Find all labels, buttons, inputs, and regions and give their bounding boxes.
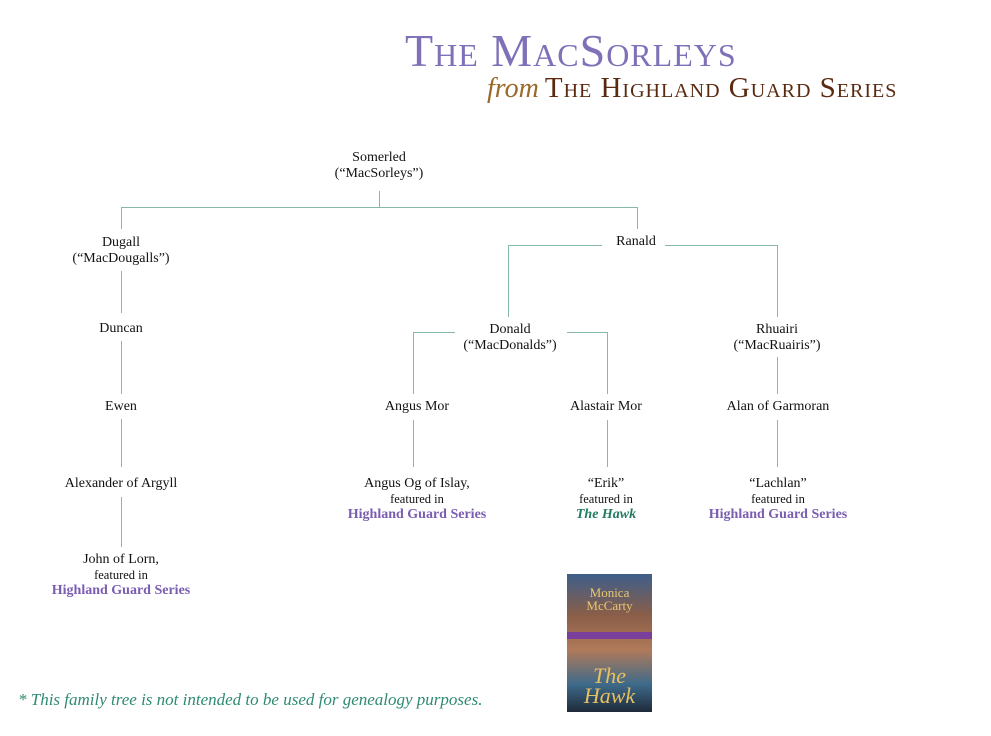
featured-label: featured in	[579, 492, 633, 506]
series-link[interactable]: Highland Guard Series	[708, 507, 848, 522]
person-name: “Erik”	[587, 476, 625, 491]
node-duncan: Duncan	[99, 321, 143, 337]
clan-name: (“MacSorleys”)	[334, 166, 424, 181]
footnote: * This family tree is not intended to be…	[18, 690, 483, 709]
series-link[interactable]: Highland Guard Series	[51, 583, 191, 598]
person-name: Alan of Garmoran	[726, 399, 830, 414]
featured-label: featured in	[94, 568, 148, 582]
connector	[121, 419, 122, 467]
node-ranald: Ranald	[616, 234, 656, 250]
node-somerled: Somerled(“MacSorleys”)	[335, 150, 424, 182]
connector	[508, 245, 509, 317]
person-name: Alexander of Argyll	[64, 476, 178, 491]
node-donald: Donald(“MacDonalds”)	[463, 322, 556, 354]
person-name: Angus Mor	[384, 399, 450, 414]
connector	[413, 420, 414, 467]
person-name: Ranald	[616, 234, 656, 249]
series-link[interactable]: Highland Guard Series	[347, 507, 487, 522]
person-name: Dugall	[101, 235, 141, 250]
connector	[121, 497, 122, 547]
cover-title: The Hawk	[583, 663, 636, 708]
featured-label: featured in	[390, 492, 444, 506]
person-name: Duncan	[99, 321, 143, 336]
node-rhuairi: Rhuairi(“MacRuairis”)	[733, 322, 820, 354]
connector	[777, 420, 778, 467]
connector	[637, 207, 638, 229]
connector	[413, 332, 455, 333]
subtitle-series: The Highland Guard Series	[544, 72, 898, 104]
cover-band	[567, 632, 652, 639]
cover-author: Monica McCarty	[586, 585, 633, 613]
person-name: Donald	[489, 322, 531, 337]
connector	[665, 245, 778, 246]
featured-label: featured in	[751, 492, 805, 506]
node-ewen: Ewen	[105, 399, 137, 415]
person-name: Somerled	[352, 150, 406, 165]
person-name: John of Lorn,	[83, 552, 159, 567]
node-angus-mor: Angus Mor	[385, 399, 449, 415]
connector	[508, 245, 602, 246]
connector	[413, 332, 414, 394]
node-alexander: Alexander of Argyll	[65, 476, 178, 492]
connector	[121, 271, 122, 313]
connector	[379, 191, 380, 207]
node-alan: Alan of Garmoran	[727, 399, 830, 415]
connector	[607, 332, 608, 394]
book-cover-image[interactable]: Monica McCarty The Hawk	[567, 574, 652, 712]
connector	[121, 341, 122, 394]
clan-name: (“MacRuairis”)	[733, 338, 821, 353]
clan-name: (“MacDougalls”)	[72, 251, 170, 266]
node-alastair-mor: Alastair Mor	[570, 399, 642, 415]
person-name: Angus Og of Islay,	[364, 476, 470, 491]
book-link[interactable]: The Hawk	[575, 507, 637, 522]
subtitle-from: from	[487, 73, 539, 104]
connector	[777, 245, 778, 317]
page-title: The MacSorleys	[405, 25, 737, 76]
connector	[121, 207, 638, 208]
person-name: Ewen	[105, 399, 137, 414]
connector	[607, 420, 608, 467]
node-dugall: Dugall(“MacDougalls”)	[72, 235, 169, 267]
clan-name: (“MacDonalds”)	[463, 338, 557, 353]
person-name: “Lachlan”	[749, 476, 807, 491]
connector	[121, 207, 122, 229]
person-name: Alastair Mor	[570, 399, 642, 414]
connector	[777, 357, 778, 394]
connector	[567, 332, 608, 333]
person-name: Rhuairi	[755, 322, 798, 337]
